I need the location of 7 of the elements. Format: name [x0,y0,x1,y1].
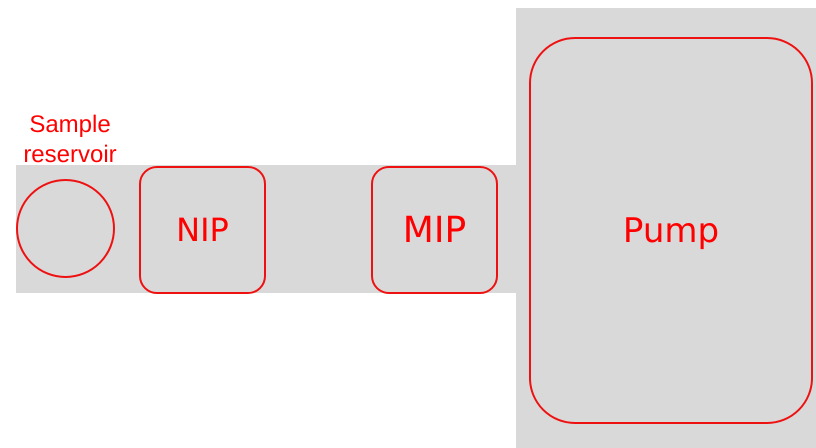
component-box [529,37,813,424]
component-box [139,166,266,294]
node-label: MIP [402,210,466,250]
node-label: NIP [176,211,229,249]
node-heading: Sample reservoir [22,110,118,170]
component-box [371,166,498,294]
node-label: Pump [622,210,720,250]
